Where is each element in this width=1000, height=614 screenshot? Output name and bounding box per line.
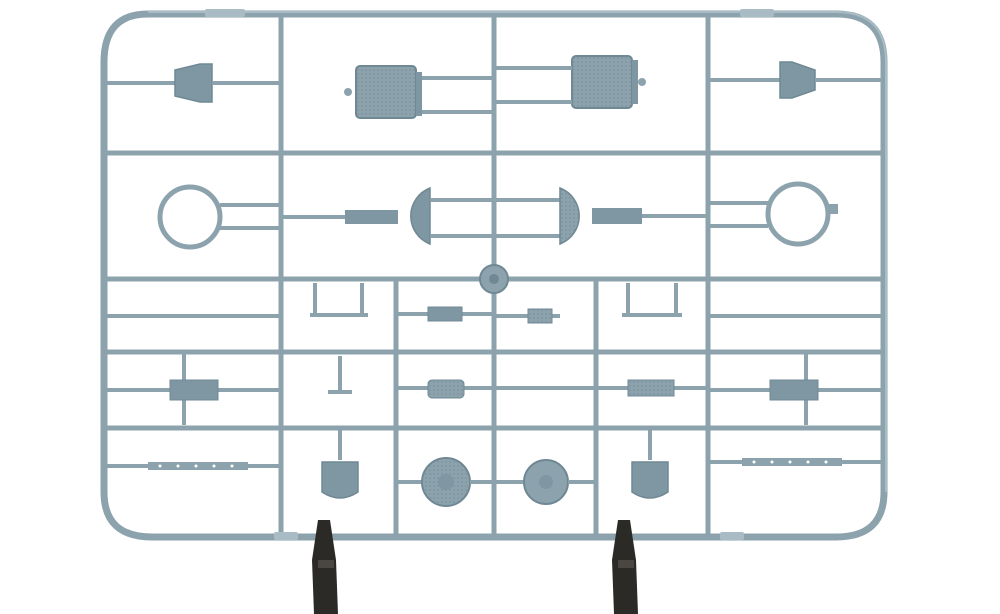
spoke-mount-part-row5	[321, 430, 669, 499]
perforated-rod-row5	[104, 458, 884, 470]
intake-horn-part-left	[104, 63, 281, 103]
grille-part-row3	[427, 306, 553, 324]
cylinder-part-row4	[169, 379, 819, 401]
fan-half-part-left	[281, 186, 494, 246]
wheel-hub-part-right	[523, 459, 596, 505]
display-stand-right	[612, 520, 638, 614]
sprue-frame-highlight	[148, 11, 887, 492]
ring-part-left	[157, 184, 281, 250]
intake-horn-part-right	[708, 61, 884, 99]
fan-half-part-right	[494, 186, 708, 246]
cylinder-head-part-right	[494, 55, 646, 109]
sprue-frame	[100, 10, 888, 541]
wheel-hub-part-left	[396, 457, 524, 507]
sprue-tabs	[205, 9, 774, 540]
cylinder-head-part-left	[344, 65, 494, 119]
ring-part-right	[708, 181, 838, 247]
display-stand-left	[312, 520, 338, 614]
rod-part-row3	[104, 283, 884, 318]
